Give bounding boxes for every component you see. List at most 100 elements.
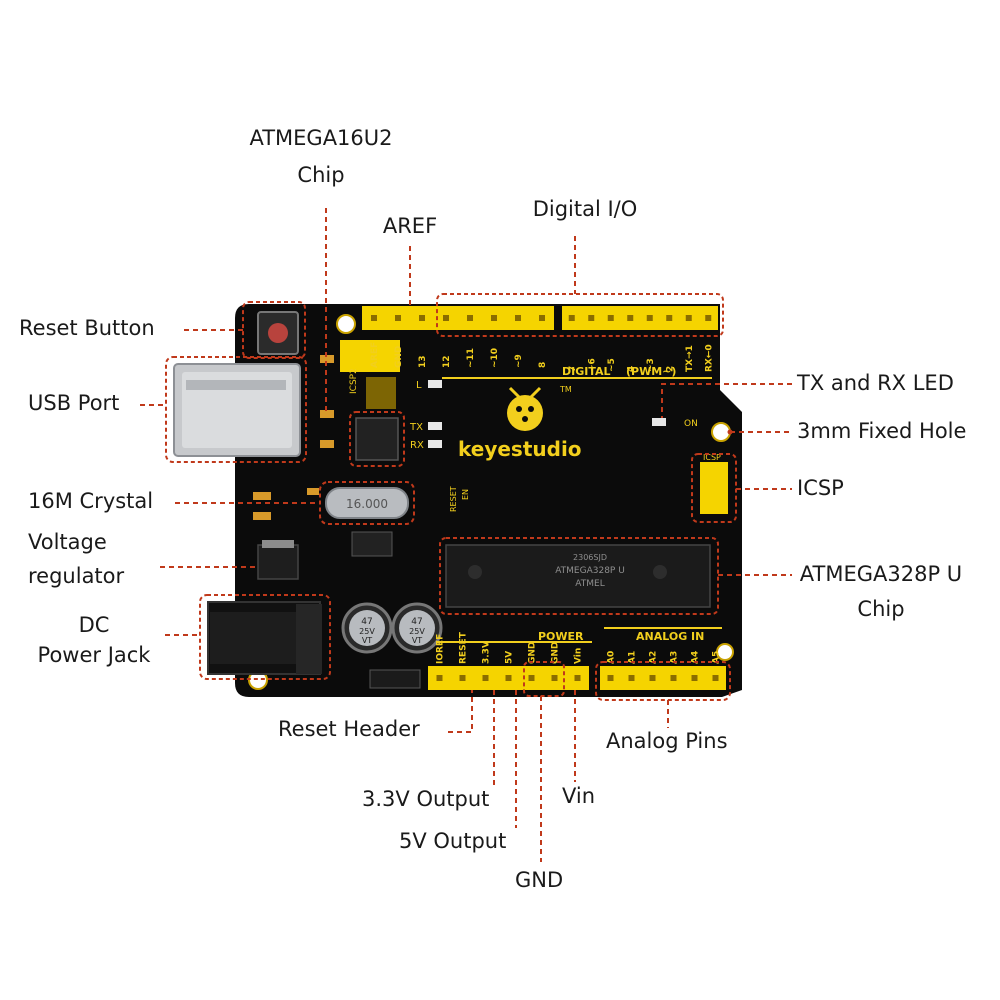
hdr-digital-right-body (562, 306, 718, 330)
mounting-hole-3mm (711, 422, 731, 442)
svg-text:ATMEGA328P U: ATMEGA328P U (555, 566, 625, 576)
header-pin (539, 315, 545, 321)
label-reset-header: Reset Header (278, 717, 420, 741)
pin-label: 4 (626, 366, 636, 372)
led-tx (428, 422, 442, 430)
label-gnd: GND (515, 868, 564, 892)
mounting-hole (716, 643, 734, 661)
highlight-dc-jack (199, 594, 331, 680)
header-pin (666, 315, 673, 321)
header-pin (467, 315, 473, 321)
keyestudio-logo (507, 386, 543, 431)
highlight-analog-pins (595, 661, 731, 701)
pin-label: AREF (370, 342, 380, 368)
svg-text:47: 47 (411, 617, 422, 627)
pin-label: 12 (442, 355, 452, 368)
brand-wordmark: keyestudio (458, 437, 582, 461)
pin-label: GND (528, 642, 538, 664)
pin-label: 8 (538, 362, 548, 368)
label-atmega328p-line1: ATMEGA328P U (799, 562, 963, 586)
label-dc-jack-line1: DC (78, 613, 110, 637)
svg-text:TM: TM (559, 385, 572, 394)
header-pin (551, 675, 558, 681)
header-pin (568, 315, 575, 321)
label-aref: AREF (382, 214, 438, 238)
crystal-16mhz (325, 487, 409, 519)
svg-text:2306SJD: 2306SJD (573, 553, 607, 562)
label-icsp: ICSP (797, 476, 844, 500)
pin-label: RX←0 (704, 344, 714, 372)
label-dc-jack-line2: Power Jack (37, 643, 151, 668)
header-pin (649, 675, 656, 681)
svg-text:TX: TX (409, 422, 423, 433)
label-atmega16u2-line2: Chip (297, 163, 345, 188)
svg-text:ON: ON (684, 419, 698, 429)
analog-header (600, 666, 726, 690)
power-silk: POWER (538, 630, 584, 643)
pin-label: Vin (574, 648, 584, 664)
pin-label: GND (394, 346, 404, 368)
digital-silk: DIGITAL (562, 365, 611, 378)
pin-label: A2 (649, 651, 659, 664)
led-on (652, 418, 666, 426)
pin-label: RESET (459, 631, 469, 664)
header-pin (419, 315, 425, 321)
hdr-digital-left-body (362, 306, 554, 330)
header-pin (607, 315, 614, 321)
pin-label: ~11 (466, 348, 476, 368)
label-dc-jack: DC Power Jack (20, 613, 168, 668)
mounting-hole (336, 314, 356, 334)
label-analog-pins: Analog Pins (606, 729, 728, 753)
highlight-gnd-pins (523, 661, 565, 697)
pin-label: A4 (691, 651, 701, 664)
header-pin (436, 675, 443, 681)
pin-label: 13 (418, 355, 428, 368)
pin-label: ~3 (646, 358, 656, 372)
highlight-atmega328p (439, 537, 719, 615)
header-pin (628, 675, 635, 681)
svg-text:RX: RX (410, 440, 424, 451)
svg-text:47: 47 (361, 617, 372, 627)
header-pin (705, 315, 712, 321)
highlight-reset-button (242, 301, 306, 359)
led-rx (428, 440, 442, 448)
pin-label: TX→1 (685, 345, 695, 372)
pin-label: ~5 (607, 358, 617, 372)
svg-text:25V: 25V (409, 627, 425, 636)
svg-text:ATMEL: ATMEL (575, 579, 604, 589)
pin-label: A1 (628, 651, 638, 664)
svg-text:VT: VT (362, 636, 372, 645)
label-voltage-regulator-line2: regulator (28, 564, 125, 589)
digital-header-right (562, 306, 718, 330)
power-header (428, 666, 589, 690)
header-pin (627, 315, 634, 321)
label-voltage-regulator-line1: Voltage (28, 530, 107, 554)
label-vin: Vin (562, 784, 596, 808)
atmega16u2-chip (355, 417, 399, 461)
label-atmega328p-line2: Chip (857, 597, 905, 622)
pin-label: 7 (568, 366, 578, 372)
svg-text:25V: 25V (359, 627, 375, 636)
svg-text:EN: EN (461, 489, 470, 500)
label-3v3-output: 3.3V Output (362, 787, 490, 811)
header-pin (646, 315, 653, 321)
analog-silk: ANALOG IN (636, 630, 704, 643)
label-reset-button: Reset Button (19, 316, 155, 340)
svg-text:ICSP: ICSP (703, 453, 721, 462)
pin-label: GND (551, 642, 561, 664)
header-pin (515, 315, 521, 321)
digital-header-left (362, 306, 554, 330)
icsp2-silk: ICSP2 (349, 368, 359, 394)
voltage-regulator (257, 544, 299, 580)
header-pin (395, 315, 401, 321)
svg-text:RESET: RESET (449, 486, 458, 512)
pin-label: ~10 (490, 348, 500, 368)
pin-label: A5 (712, 651, 722, 664)
header-pin (588, 315, 595, 321)
svg-text:VT: VT (412, 636, 422, 645)
icsp-header (700, 462, 728, 514)
crystal-marking: 16.000 (346, 497, 388, 511)
pin-label: A3 (670, 651, 680, 664)
